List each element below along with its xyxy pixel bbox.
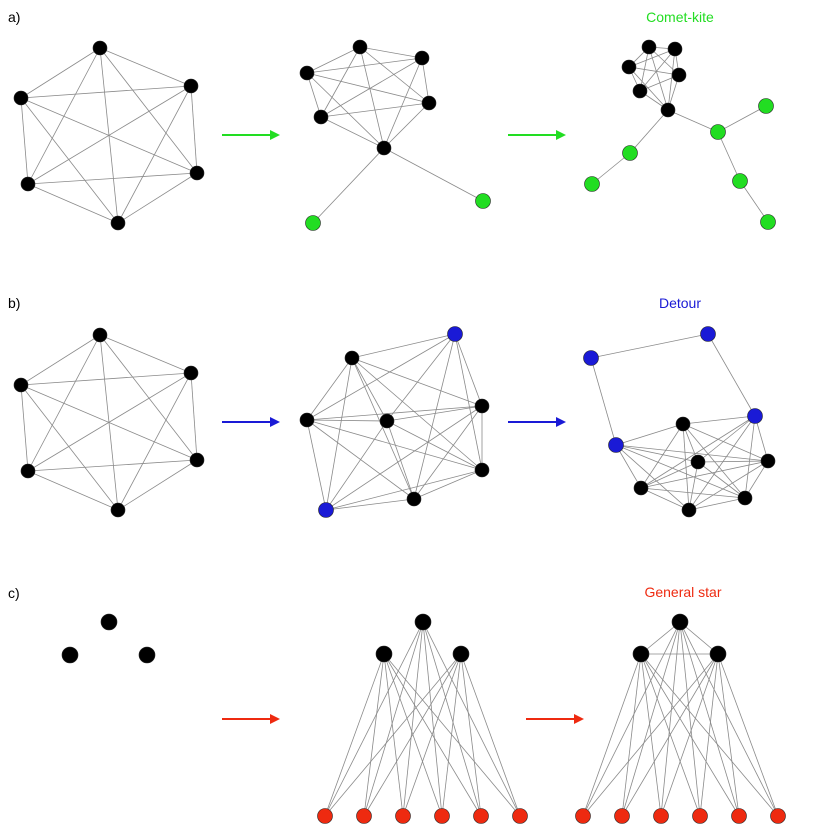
graph-node <box>13 90 29 106</box>
highlight-node <box>747 408 763 424</box>
graph-node <box>100 613 118 631</box>
highlight-node <box>770 808 786 824</box>
graph-node <box>414 50 430 66</box>
graph-node <box>660 102 676 118</box>
graph-node <box>406 491 422 507</box>
highlight-node <box>758 98 774 114</box>
graph-node <box>20 176 36 192</box>
highlight-node <box>475 193 491 209</box>
graph-node <box>675 416 691 432</box>
highlight-node <box>760 214 776 230</box>
highlight-node <box>732 173 748 189</box>
graph-node <box>375 645 393 663</box>
highlight-node <box>692 808 708 824</box>
highlight-node <box>434 808 450 824</box>
highlight-node <box>356 808 372 824</box>
highlight-node <box>653 808 669 824</box>
graph-node <box>189 452 205 468</box>
graph-node <box>474 398 490 414</box>
graph-node <box>632 83 648 99</box>
row-c: c) General star <box>8 584 786 824</box>
graph-node <box>61 646 79 664</box>
row-c-graph-middle <box>317 613 528 824</box>
graph-node <box>414 613 432 631</box>
graph-node <box>183 365 199 381</box>
graph-node <box>681 502 697 518</box>
row-b-arrow-2 <box>508 417 566 427</box>
highlight-node <box>622 145 638 161</box>
row-c-graph-initial <box>61 613 156 664</box>
graph-node <box>641 39 657 55</box>
highlight-node <box>583 350 599 366</box>
graph-node <box>421 95 437 111</box>
graph-node <box>344 350 360 366</box>
row-c-arrow-2 <box>526 714 584 724</box>
row-c-title: General star <box>644 584 721 600</box>
graph-node <box>671 67 687 83</box>
row-b-graph-initial <box>13 327 205 518</box>
graph-node <box>13 377 29 393</box>
highlight-node <box>512 808 528 824</box>
highlight-node <box>395 808 411 824</box>
highlight-node <box>318 502 334 518</box>
graph-node <box>633 480 649 496</box>
graph-node <box>671 613 689 631</box>
highlight-node <box>447 326 463 342</box>
highlight-node <box>584 176 600 192</box>
highlight-node <box>710 124 726 140</box>
graph-node <box>313 109 329 125</box>
row-a-title: Comet-kite <box>646 9 714 25</box>
graph-node <box>452 645 470 663</box>
row-b-graph-final <box>583 326 776 518</box>
highlight-node <box>614 808 630 824</box>
graph-node <box>110 502 126 518</box>
highlight-node <box>305 215 321 231</box>
row-c-label: c) <box>8 585 20 601</box>
row-c-graph-final <box>575 613 786 824</box>
highlight-node <box>473 808 489 824</box>
graph-node <box>474 462 490 478</box>
graph-node <box>352 39 368 55</box>
graph-node <box>92 40 108 56</box>
graph-node <box>379 413 395 429</box>
row-b-arrow-1 <box>222 417 280 427</box>
row-a: a) Comet-kite <box>8 9 776 231</box>
highlight-node <box>317 808 333 824</box>
graph-node <box>621 59 637 75</box>
graph-node <box>138 646 156 664</box>
row-a-arrow-2 <box>508 130 566 140</box>
row-b-title: Detour <box>659 295 701 311</box>
highlight-node <box>700 326 716 342</box>
graph-node <box>760 453 776 469</box>
graph-node <box>709 645 727 663</box>
graph-node <box>110 215 126 231</box>
row-a-graph-final <box>584 39 776 230</box>
highlight-node <box>731 808 747 824</box>
row-a-graph-initial <box>13 40 205 231</box>
graph-node <box>20 463 36 479</box>
row-a-arrow-1 <box>222 130 280 140</box>
row-c-arrow-1 <box>222 714 280 724</box>
graph-node <box>299 412 315 428</box>
graph-node <box>92 327 108 343</box>
row-b: b) Detour <box>8 295 776 518</box>
row-b-label: b) <box>8 295 20 311</box>
row-a-label: a) <box>8 9 20 25</box>
row-a-graph-middle <box>299 39 491 231</box>
graph-node <box>690 454 706 470</box>
graph-node <box>667 41 683 57</box>
graph-node <box>299 65 315 81</box>
graph-node <box>632 645 650 663</box>
graph-node <box>189 165 205 181</box>
graph-node <box>376 140 392 156</box>
graph-node <box>737 490 753 506</box>
graph-node <box>183 78 199 94</box>
row-b-graph-middle <box>299 326 490 518</box>
highlight-node <box>575 808 591 824</box>
highlight-node <box>608 437 624 453</box>
